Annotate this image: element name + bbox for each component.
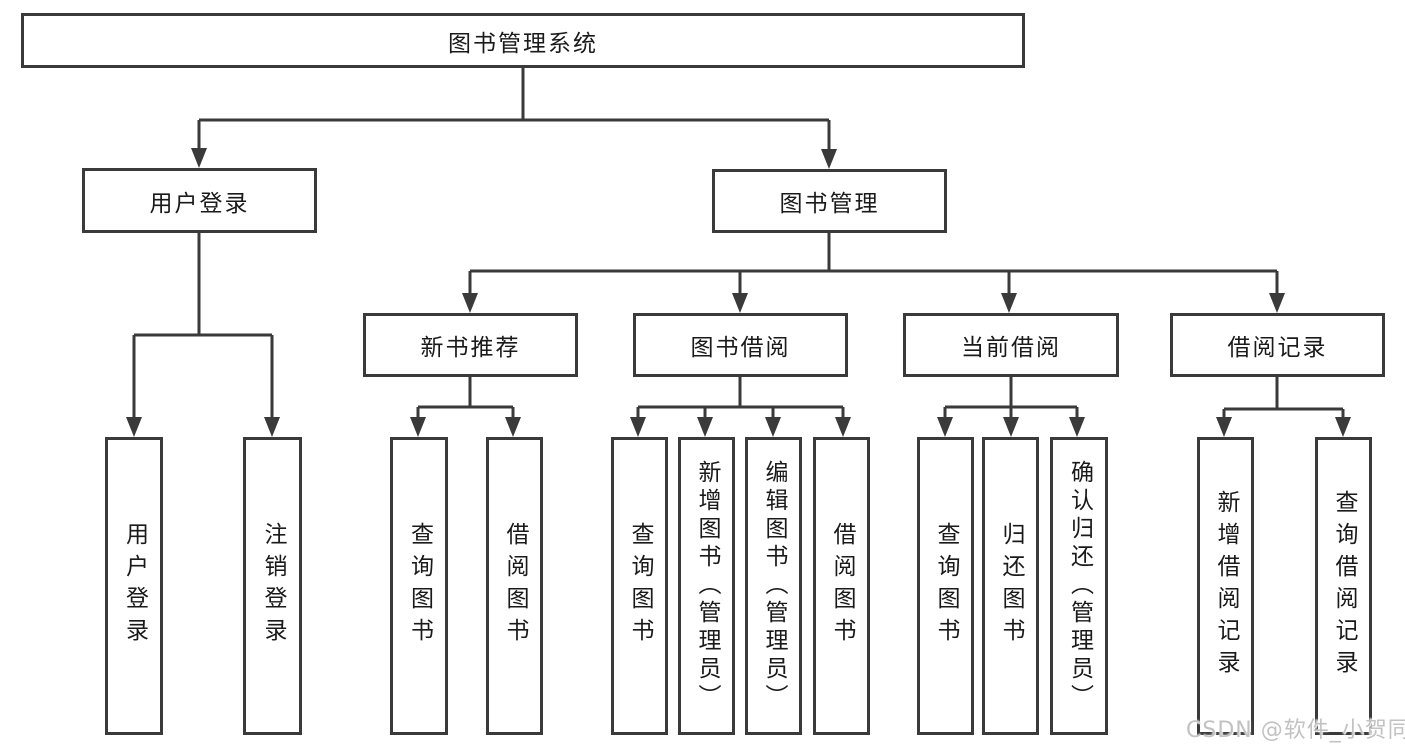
node-borrow-records-label: 借阅记录: [1227, 335, 1328, 361]
connector-segments: [132, 68, 1345, 433]
node-user-login-label: 用户登录: [149, 190, 250, 217]
node-new-book-recommend-label: 新书推荐: [420, 335, 521, 361]
node-current-query-books-label: 查询图书: [933, 522, 959, 650]
node-book-borrow-label: 图书借阅: [690, 335, 791, 361]
node-borrow-add-books-admin-label: 新增图书（管理员）: [694, 460, 720, 712]
node-book-management-label: 图书管理: [779, 191, 880, 217]
node-login-label: 用户登录: [121, 522, 148, 650]
node-logout-label: 注销登录: [260, 522, 286, 650]
node-borrow-borrow-books-label: 借阅图书: [829, 522, 855, 650]
node-root-label: 图书管理系统: [448, 30, 598, 57]
node-current-query-books: 查询图书: [917, 437, 974, 735]
node-borrow-edit-books-admin-label: 编辑图书（管理员）: [761, 460, 787, 712]
node-current-borrow-label: 当前借阅: [961, 335, 1061, 361]
node-new-book-recommend: 新书推荐: [363, 313, 578, 377]
node-login: 用户登录: [105, 437, 163, 735]
node-recommend-borrow-books: 借阅图书: [486, 437, 543, 735]
node-borrow-query-books-label: 查询图书: [627, 522, 653, 650]
node-book-borrow: 图书借阅: [633, 313, 848, 377]
arrowheads: [126, 148, 1351, 437]
node-records-add-record: 新增借阅记录: [1197, 437, 1254, 735]
node-borrow-add-books-admin: 新增图书（管理员）: [678, 437, 735, 735]
node-current-confirm-return-admin: 确认归还（管理员）: [1050, 437, 1108, 735]
node-current-borrow: 当前借阅: [903, 313, 1119, 377]
node-borrow-edit-books-admin: 编辑图书（管理员）: [745, 437, 802, 735]
node-records-query-record-label: 查询借阅记录: [1331, 490, 1357, 682]
node-borrow-borrow-books: 借阅图书: [813, 437, 870, 735]
node-current-confirm-return-admin-label: 确认归还（管理员）: [1066, 460, 1093, 712]
node-records-add-record-label: 新增借阅记录: [1213, 490, 1239, 682]
node-logout: 注销登录: [243, 437, 302, 735]
node-recommend-query-books: 查询图书: [390, 437, 448, 735]
node-borrow-query-books: 查询图书: [611, 437, 668, 735]
node-book-management: 图书管理: [712, 169, 947, 233]
node-current-return-books-label: 归还图书: [998, 522, 1024, 650]
csdn-watermark: CSDN @软件_小贺同学: [1186, 718, 1405, 743]
node-borrow-records: 借阅记录: [1170, 313, 1385, 377]
node-current-return-books: 归还图书: [982, 437, 1039, 735]
node-recommend-query-books-label: 查询图书: [406, 522, 433, 650]
node-records-query-record: 查询借阅记录: [1315, 437, 1372, 735]
node-recommend-borrow-books-label: 借阅图书: [502, 522, 528, 650]
node-user-login: 用户登录: [82, 168, 317, 233]
node-root: 图书管理系统: [21, 13, 1025, 68]
